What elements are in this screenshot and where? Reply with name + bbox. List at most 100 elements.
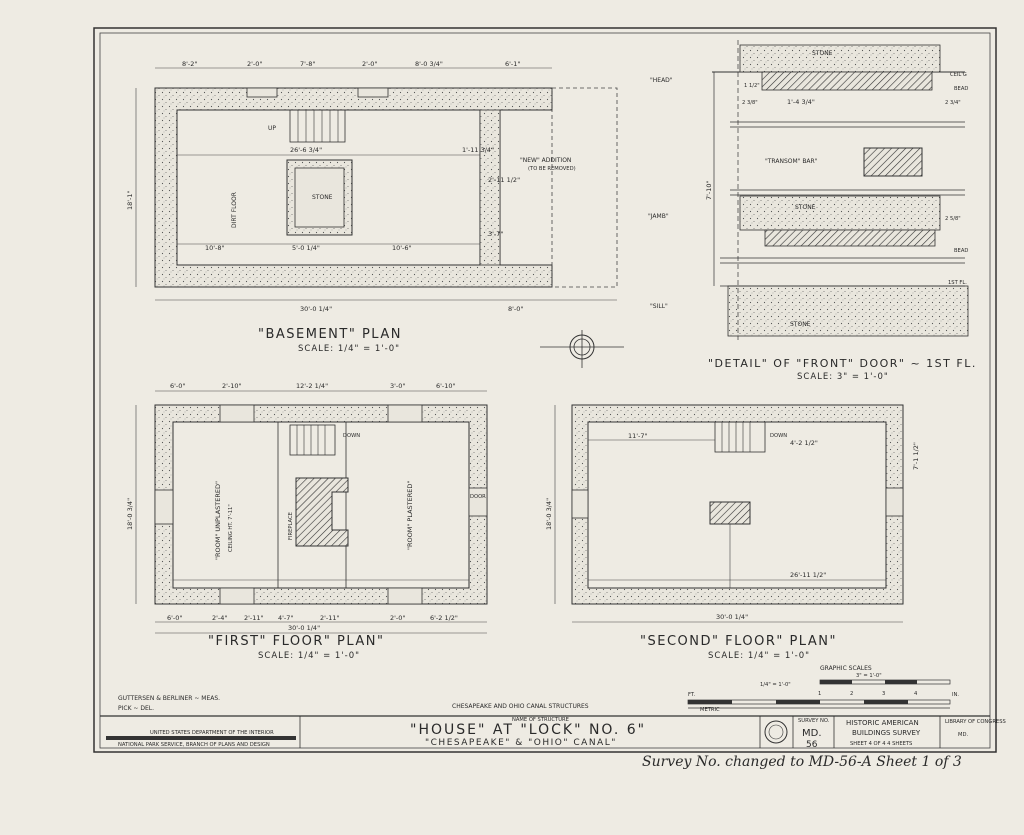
dim-inner-4: 10'-6" [392,244,412,252]
nps-seal [764,720,788,744]
credits-delineated: PICK ~ DEL. [118,705,154,712]
room-plastered-label: "ROOM" PLASTERED" [406,481,414,550]
head-stone [739,44,941,73]
sill-stone-label: STONE [790,321,811,328]
front-door-detail: "HEAD" "JAMB" "SILL" "TRANSOM" BAR" STON… [648,40,975,382]
first-floor-window-tl [219,404,255,423]
outer-border [93,27,997,753]
dim-bottom-2: 8'-0" [508,305,523,313]
detail-dim-2: 2 3/8" [742,100,758,106]
up-label: UP [268,125,276,132]
north-arrow [540,330,624,368]
bead-label-bottom: BEAD [954,248,968,254]
basement-window-right [357,87,389,98]
sf-dim-4: 30'-0 1/4" [716,613,748,621]
sf-dim-6: 7'-1 1/2" [912,442,920,470]
sf-down-label: DOWN [770,433,787,439]
dim-inner-5: 1'-11 3/4" [462,146,494,154]
ff-dim-top-4: 3'-0" [390,382,405,390]
loc-label: LIBRARY OF CONGRESS [945,719,1006,725]
second-floor-scale: SCALE: 1/4" = 1'-0" [708,651,810,661]
first-fl-label: 1ST FL. [948,280,967,286]
feet-label: FT. [688,692,695,698]
agency-line-2: NATIONAL PARK SERVICE, BRANCH OF PLANS A… [118,742,270,748]
survey-change-annotation: Survey No. changed to MD-56-A Sheet 1 of… [642,754,962,770]
jamb-stone-label: STONE [795,204,816,211]
detail-dim-1: 1'-4 3/4" [787,98,815,106]
ff-dim-bottom-5: 2'-11" [320,614,340,622]
name-of-structure-label: NAME OF STRUCTURE [512,717,569,723]
sf-dim-2: 4'-2 1/2" [790,439,818,447]
graphic-scales-label: GRAPHIC SCALES [820,665,872,672]
detail-head: "HEAD" [650,77,673,84]
stone-label: STONE [312,194,333,201]
new-addition-outline [551,87,618,288]
dim-inner-1: 26'-6 3/4" [290,146,322,154]
survey-no-label: SURVEY NO. [798,718,830,724]
inches-label: IN. [952,692,959,698]
second-floor-window-right [885,487,904,517]
second-floor-walls [571,404,904,605]
first-floor-window-bl [219,587,255,605]
head-lintel [761,71,933,91]
structure-group-label: CHESAPEAKE AND OHIO CANAL STRUCTURES [452,703,589,710]
detail-dim-6: 2 5/8" [945,216,961,222]
ff-dim-left: 18'-0 3/4" [126,498,134,530]
dim-top-2: 2'-0" [247,60,262,68]
second-floor-chimney [709,501,751,525]
detail-dim-5: 2 3/4" [945,100,961,106]
ff-dim-bottom-4: 4'-7" [278,614,293,622]
down-label: DOWN [343,433,360,439]
habs-line-1: HISTORIC AMERICAN [846,719,919,727]
structure-name: "HOUSE" AT "LOCK" NO. 6" [410,722,646,738]
dim-top-5: 8'-0 3/4" [415,60,443,68]
second-floor-stair [714,421,766,453]
head-stone-label: STONE [812,50,833,57]
transom-bar [863,147,923,177]
scale-tick-4: 4 [914,691,918,697]
ceiling-height-label: CEILING HT. 7'-11" [228,504,234,552]
second-floor-window-left [571,489,589,519]
credits-measured: GUTTERSEN & BERLINER ~ MEAS. [118,695,220,702]
first-floor-title: "FIRST" FLOOR" PLAN" [208,634,384,649]
dim-inner-3: 5'-0 1/4" [292,244,320,252]
first-floor-walls [154,404,488,605]
scale-tick-1: 1 [818,691,821,697]
transom-bar-label: "TRANSOM" BAR" [765,158,818,165]
scale-tick-2: 2 [850,691,853,697]
ff-dim-top-3: 12'-2 1/4" [296,382,328,390]
title-block: UNITED STATES DEPARTMENT OF THE INTERIOR… [100,715,1006,750]
dim-inner-7: 3'-7" [488,230,503,238]
basement-plan-title: "BASEMENT" PLAN [258,327,402,342]
sill-stone [727,285,969,337]
ff-dim-top-5: 6'-10" [436,382,456,390]
sf-dim-3: 26'-11 1/2" [790,571,826,579]
agency-line-1: UNITED STATES DEPARTMENT OF THE INTERIOR [150,730,274,736]
basement-plan-scale: SCALE: 1/4" = 1'-0" [298,344,400,354]
first-floor-window-tr [387,404,423,423]
sheet-number: SHEET 4 OF 4 4 SHEETS [850,741,912,747]
graphic-scales: GRAPHIC SCALES 1/4" = 1'-0" FT. IN. METR… [687,665,959,713]
basement-stair [289,109,346,143]
first-floor-stair [289,424,336,456]
structure-subtitle: "CHESAPEAKE" & "OHIO" CANAL" [425,738,617,748]
loc-state: MD. [958,732,968,738]
dim-top-6: 6'-1" [505,60,520,68]
ff-dim-bottom-3: 2'-11" [244,614,264,622]
dim-left: 18'-1" [126,190,134,210]
ff-dim-overall: 30'-0 1/4" [288,624,320,632]
ceiling-label: CEIL'G [950,72,967,78]
jamb-stone [739,195,941,231]
jamb-frame [764,229,936,247]
dim-bottom-1: 30'-0 1/4" [300,305,332,313]
detail-sill: "SILL" [650,303,668,310]
detail-dim-4: 7'-10" [705,180,713,200]
central-partition [277,421,347,589]
first-floor-plan: "ROOM" UNPLASTERED" CEILING HT. 7'-11" "… [126,382,488,661]
fireplace-label: FIREPLACE [288,512,294,540]
ff-dim-bottom-6: 2'-0" [390,614,405,622]
scale-three-label: 3" = 1'-0" [856,673,882,679]
first-floor-window-br [387,587,423,605]
